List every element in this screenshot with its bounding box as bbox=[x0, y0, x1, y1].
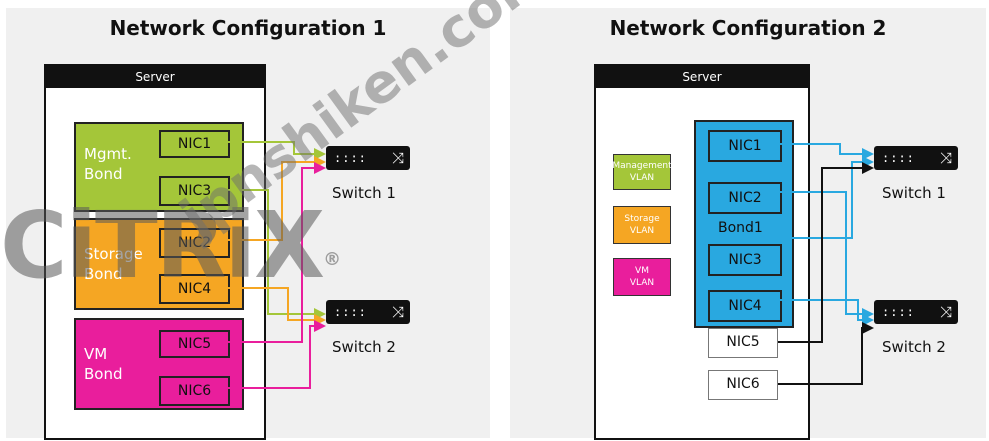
config2-switch1: :::: ⤨ bbox=[874, 146, 958, 170]
wire-nic3-switch2 bbox=[228, 189, 326, 320]
wire-bond-nic1-switch1 bbox=[780, 143, 874, 160]
config2-server-label: Server bbox=[596, 66, 808, 88]
switch-ports-icon: :::: bbox=[882, 305, 915, 319]
wire-nic6-switch2 bbox=[228, 320, 326, 389]
mgmt-bond-nic3: NIC3 bbox=[159, 176, 230, 206]
network-configuration-2-panel: Network Configuration 2 Server Managemen… bbox=[510, 8, 986, 440]
shuffle-icon: ⤨ bbox=[391, 149, 404, 167]
vm-bond-nic5: NIC5 bbox=[159, 330, 230, 358]
config2-title: Network Configuration 2 bbox=[609, 16, 887, 40]
nic5: NIC5 bbox=[708, 328, 778, 358]
bond1-nic2: NIC2 bbox=[708, 182, 782, 214]
config1-switch1: :::: ⤨ bbox=[326, 146, 410, 170]
wire-nic5-switch1 bbox=[228, 162, 326, 343]
config1-title: Network Configuration 1 bbox=[109, 16, 387, 40]
config2-switch2: :::: ⤨ bbox=[874, 300, 958, 324]
wire-nic5-switch1 bbox=[778, 162, 874, 343]
config1-switch1-label: Switch 1 bbox=[332, 184, 396, 202]
wire-nic2-switch1 bbox=[228, 156, 326, 241]
bond1-nic4: NIC4 bbox=[708, 290, 782, 322]
config1-switch2: :::: ⤨ bbox=[326, 300, 410, 324]
shuffle-icon: ⤨ bbox=[939, 149, 952, 167]
config1-server-label: Server bbox=[46, 66, 264, 88]
mgmt-bond: Mgmt.Bond NIC1 NIC3 bbox=[74, 122, 244, 212]
wire-bond-nic3-switch1 bbox=[780, 156, 874, 239]
switch-ports-icon: :::: bbox=[334, 151, 367, 165]
network-configuration-1-panel: Network Configuration 1 Server Mgmt.Bond… bbox=[6, 8, 490, 440]
mgmt-bond-label: Mgmt.Bond bbox=[84, 145, 132, 183]
wire-nic1-switch1 bbox=[228, 141, 326, 160]
wire-nic4-switch2 bbox=[228, 287, 326, 326]
wire-bond-nic2-switch2 bbox=[780, 191, 874, 320]
mgmt-bond-nic1: NIC1 bbox=[159, 130, 230, 158]
switch-ports-icon: :::: bbox=[334, 305, 367, 319]
shuffle-icon: ⤨ bbox=[939, 303, 952, 321]
shuffle-icon: ⤨ bbox=[391, 303, 404, 321]
config2-switch1-label: Switch 1 bbox=[882, 184, 946, 202]
bond1-nic1: NIC1 bbox=[708, 130, 782, 162]
vm-bond-nic6: NIC6 bbox=[159, 376, 230, 406]
config1-wires bbox=[228, 141, 326, 389]
nic6: NIC6 bbox=[708, 370, 778, 400]
storage-bond-nic2: NIC2 bbox=[159, 228, 230, 258]
config2-switch2-label: Switch 2 bbox=[882, 338, 946, 356]
switch-ports-icon: :::: bbox=[882, 151, 915, 165]
bond1-nic3: NIC3 bbox=[708, 244, 782, 276]
config2-wires bbox=[778, 143, 874, 385]
config1-switch2-label: Switch 2 bbox=[332, 338, 396, 356]
wire-bond-nic4-switch2 bbox=[780, 299, 874, 326]
bond1-label: Bond1 bbox=[718, 220, 763, 236]
wire-nic6-switch2 bbox=[778, 322, 874, 385]
storage-bond-nic4: NIC4 bbox=[159, 274, 230, 304]
bond1: NIC1 NIC2 Bond1 NIC3 NIC4 bbox=[694, 120, 794, 328]
